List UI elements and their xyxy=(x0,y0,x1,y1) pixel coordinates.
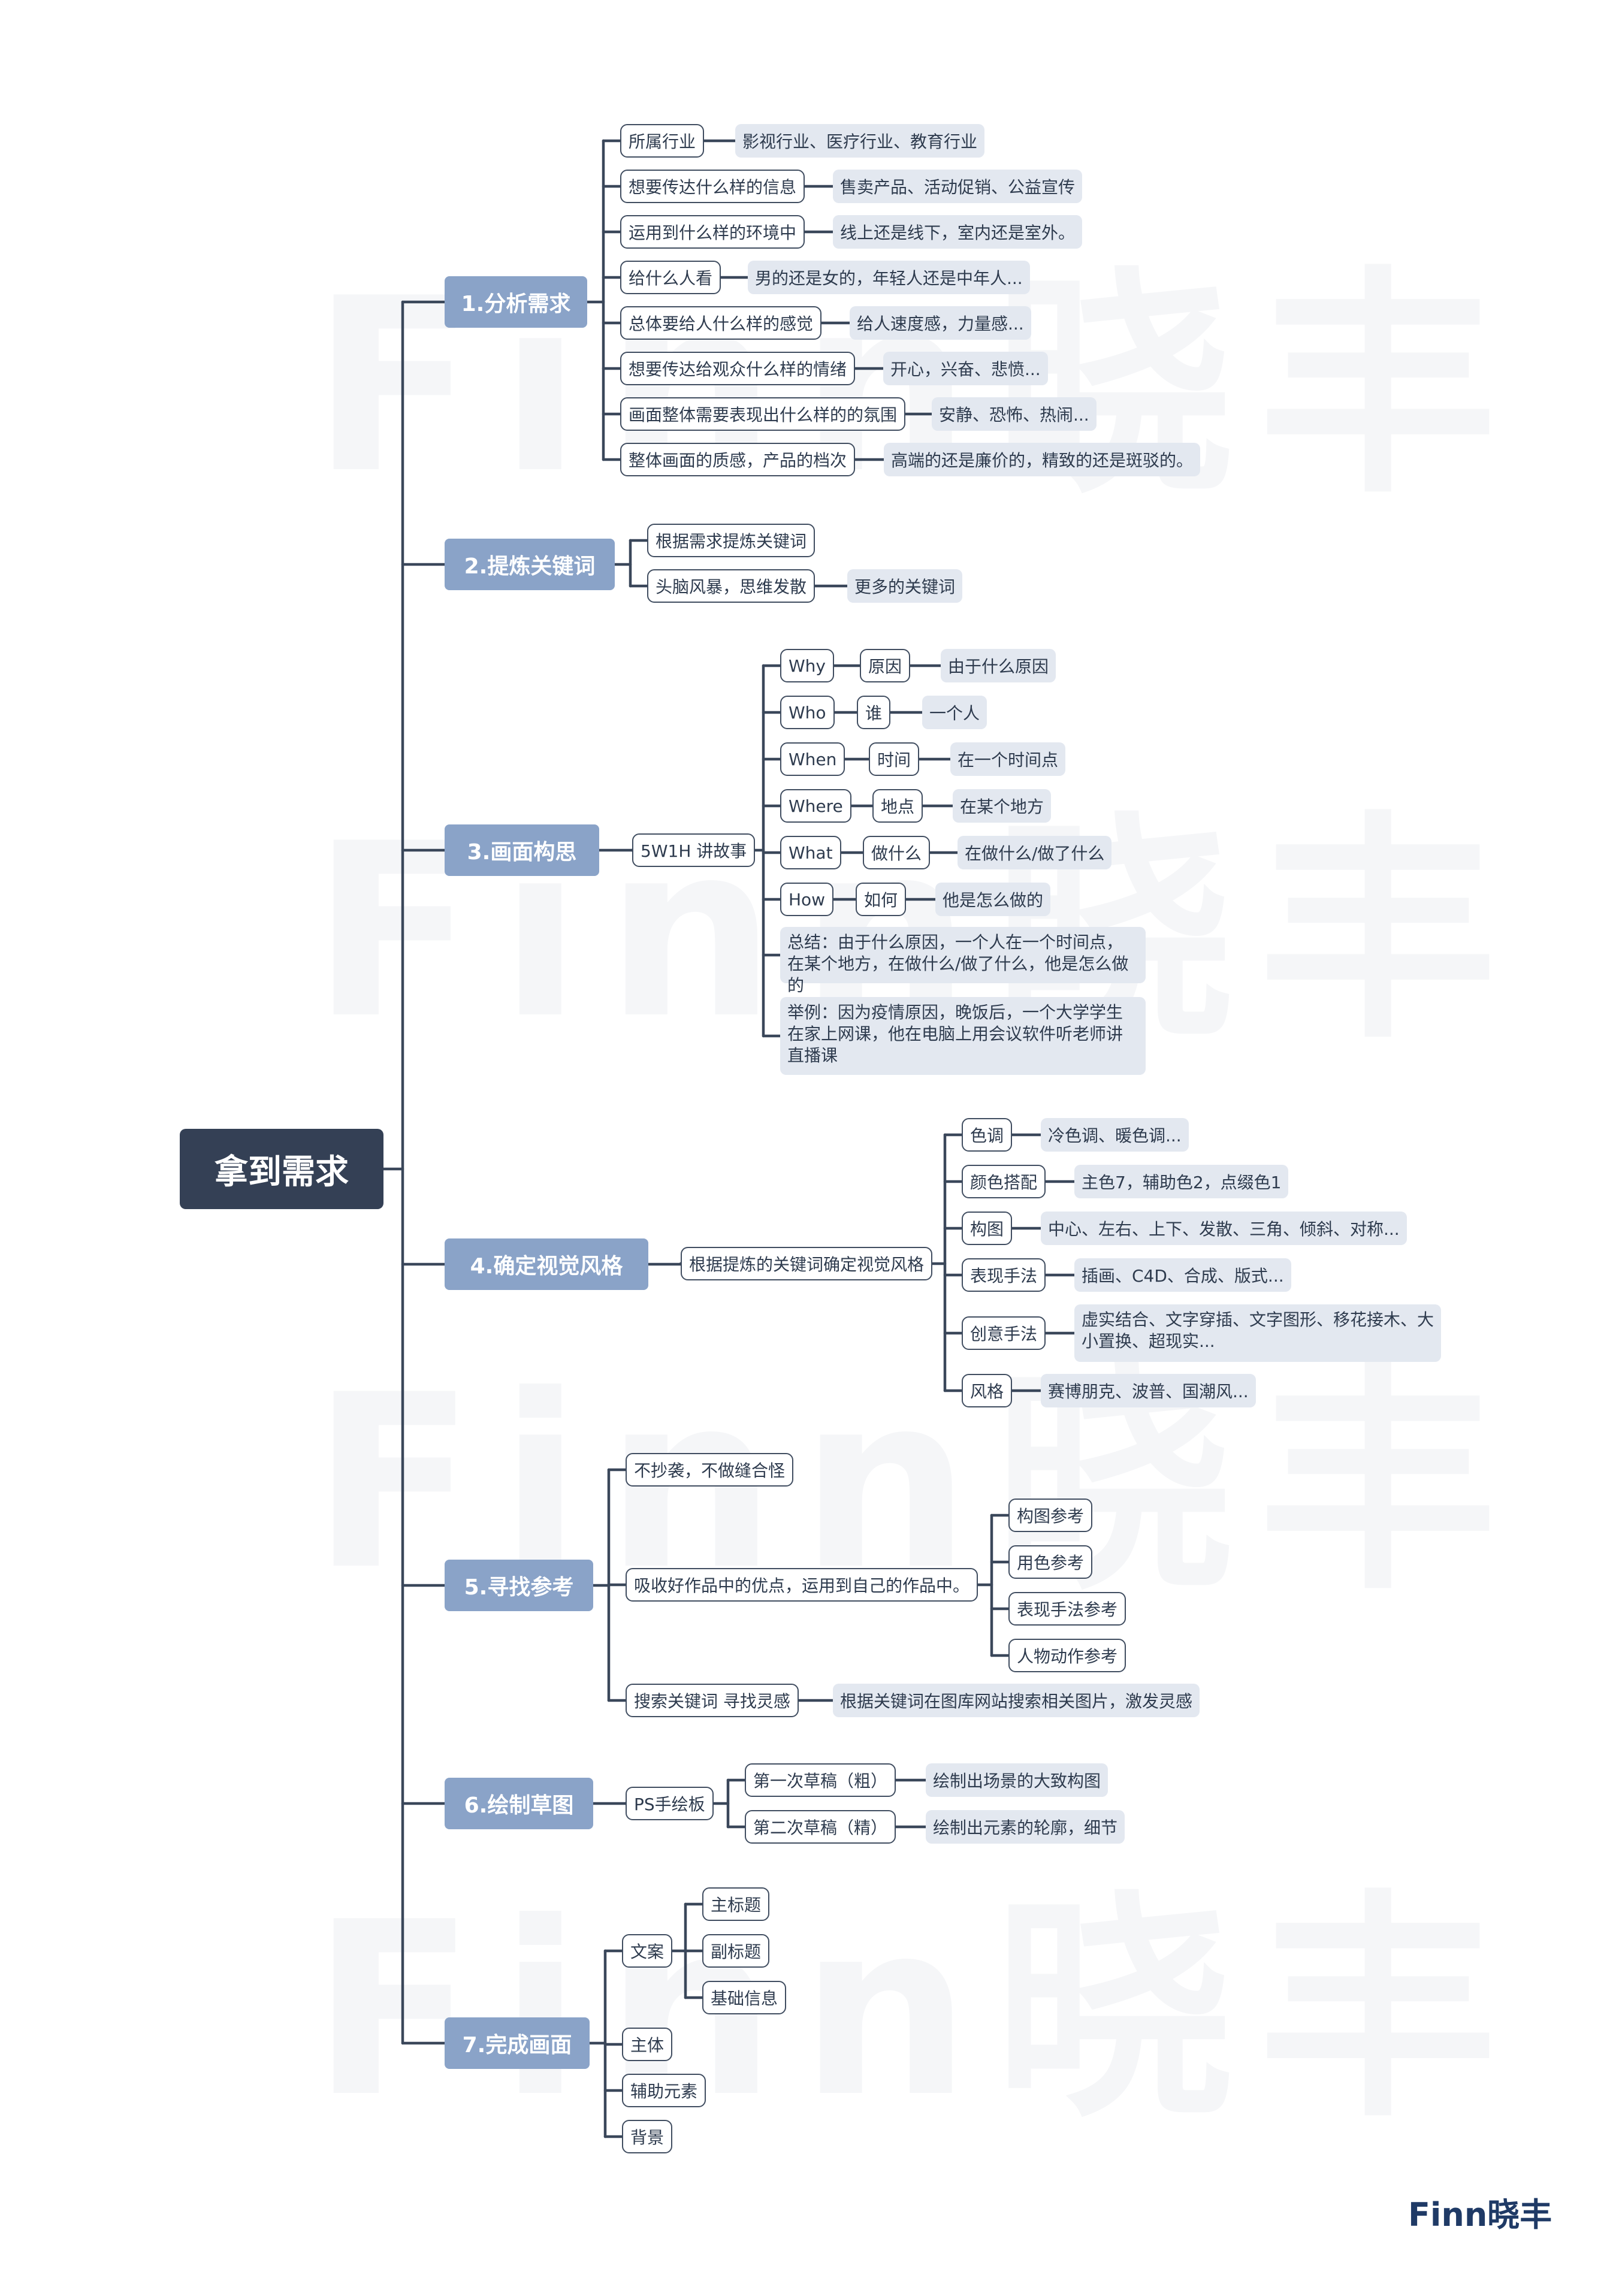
reference-composition[interactable]: 构图参考 xyxy=(1008,1499,1093,1532)
5w1h-when-detail: 在一个时间点 xyxy=(950,742,1066,776)
branch-finish-artwork[interactable]: 7.完成画面 xyxy=(445,2017,590,2069)
storytelling-5w1h[interactable]: 5W1H 讲故事 xyxy=(632,833,756,867)
sketch-ps-tablet[interactable]: PS手绘板 xyxy=(626,1787,714,1820)
reference-character-pose[interactable]: 人物动作参考 xyxy=(1008,1639,1126,1672)
requirement-environment-detail: 线上还是线下，室内还是室外。 xyxy=(833,215,1083,249)
brand-logo-text: Finn晓丰 xyxy=(1408,2196,1552,2234)
requirement-industry[interactable]: 所属行业 xyxy=(620,124,705,158)
style-technique[interactable]: 表现手法 xyxy=(962,1258,1046,1292)
5w1h-example: 举例：因为疫情原因，晚饭后，一个大学学生在家上网课，他在电脑上用会议软件听老师讲… xyxy=(780,997,1146,1075)
branch-extract-keywords[interactable]: 2.提炼关键词 xyxy=(445,539,615,590)
copy-main-title[interactable]: 主标题 xyxy=(702,1887,770,1921)
5w1h-summary: 总结：由于什么原因，一个人在一个时间点，在某个地方，在做什么/做了什么，他是怎么… xyxy=(780,927,1146,995)
requirement-audience[interactable]: 给什么人看 xyxy=(620,261,721,294)
style-genre-detail: 赛博朋克、波普、国潮风... xyxy=(1041,1374,1256,1407)
style-color-matching-detail: 主色7，辅助色2，点缀色1 xyxy=(1074,1165,1289,1198)
keyword-extract[interactable]: 根据需求提炼关键词 xyxy=(647,524,815,557)
requirement-feeling-detail: 给人速度感，力量感... xyxy=(850,306,1031,340)
style-composition-detail: 中心、左右、上下、发散、三角、倾斜、对称... xyxy=(1041,1212,1407,1245)
5w1h-how-detail: 他是怎么做的 xyxy=(935,883,1051,916)
finish-subject[interactable]: 主体 xyxy=(622,2028,673,2061)
5w1h-why-meaning[interactable]: 原因 xyxy=(860,649,911,682)
5w1h-what-meaning[interactable]: 做什么 xyxy=(863,836,931,869)
requirement-message[interactable]: 想要传达什么样的信息 xyxy=(620,170,805,203)
requirement-atmosphere-detail: 安静、恐怖、热闹... xyxy=(932,397,1097,431)
finish-copywriting[interactable]: 文案 xyxy=(622,1934,673,1968)
keyword-more: 更多的关键词 xyxy=(847,569,963,603)
requirement-emotion[interactable]: 想要传达给观众什么样的情绪 xyxy=(620,352,856,385)
sketch-second-draft[interactable]: 第二次草稿（精） xyxy=(745,1810,896,1844)
sketch-first-draft[interactable]: 第一次草稿（粗） xyxy=(745,1763,896,1797)
requirement-emotion-detail: 开心，兴奋、悲愤... xyxy=(883,352,1048,385)
5w1h-who[interactable]: Who xyxy=(780,696,835,729)
5w1h-how-meaning[interactable]: 如何 xyxy=(856,883,907,916)
requirement-atmosphere[interactable]: 画面整体需要表现出什么样的的氛围 xyxy=(620,397,906,431)
visual-style-by-keywords[interactable]: 根据提炼的关键词确定视觉风格 xyxy=(681,1247,933,1280)
5w1h-why-detail: 由于什么原因 xyxy=(941,649,1056,682)
style-tone-detail: 冷色调、暖色调... xyxy=(1041,1118,1189,1152)
copy-basic-info[interactable]: 基础信息 xyxy=(702,1981,787,2014)
requirement-audience-detail: 男的还是女的，年轻人还是中年人... xyxy=(748,261,1030,294)
5w1h-what[interactable]: What xyxy=(780,836,841,869)
copy-subtitle[interactable]: 副标题 xyxy=(702,1934,770,1968)
requirement-feeling[interactable]: 总体要给人什么样的感觉 xyxy=(620,306,822,340)
keyword-brainstorm[interactable]: 头脑风暴，思维发散 xyxy=(647,569,815,603)
5w1h-where-detail: 在某个地方 xyxy=(953,789,1052,823)
sketch-second-draft-detail: 绘制出元素的轮廓，细节 xyxy=(926,1810,1125,1844)
requirement-quality[interactable]: 整体画面的质感，产品的档次 xyxy=(620,443,856,476)
reference-no-plagiarism[interactable]: 不抄袭，不做缝合怪 xyxy=(626,1453,794,1487)
5w1h-when-meaning[interactable]: 时间 xyxy=(869,742,920,776)
branch-visual-style[interactable]: 4.确定视觉风格 xyxy=(445,1238,648,1290)
5w1h-how[interactable]: How xyxy=(780,883,834,916)
branch-analyze-requirements[interactable]: 1.分析需求 xyxy=(445,276,587,328)
5w1h-where[interactable]: Where xyxy=(780,789,851,823)
style-genre[interactable]: 风格 xyxy=(962,1374,1013,1407)
sketch-first-draft-detail: 绘制出场景的大致构图 xyxy=(926,1763,1108,1797)
branch-composition-idea[interactable]: 3.画面构思 xyxy=(445,824,599,876)
style-creative-method-detail: 虚实结合、文字穿插、文字图形、移花接木、大小置换、超现实... xyxy=(1074,1304,1441,1362)
requirement-environment[interactable]: 运用到什么样的环境中 xyxy=(620,215,805,249)
finish-auxiliary-elements[interactable]: 辅助元素 xyxy=(622,2074,706,2107)
5w1h-who-meaning[interactable]: 谁 xyxy=(857,696,891,729)
5w1h-where-meaning[interactable]: 地点 xyxy=(872,789,923,823)
style-creative-method[interactable]: 创意手法 xyxy=(962,1316,1046,1350)
5w1h-when[interactable]: When xyxy=(780,742,845,776)
requirement-message-detail: 售卖产品、活动促销、公益宣传 xyxy=(833,170,1083,203)
5w1h-why[interactable]: Why xyxy=(780,649,835,682)
style-technique-detail: 插画、C4D、合成、版式... xyxy=(1074,1258,1291,1292)
reference-color[interactable]: 用色参考 xyxy=(1008,1545,1093,1579)
requirement-industry-detail: 影视行业、医疗行业、教育行业 xyxy=(735,124,985,158)
style-composition[interactable]: 构图 xyxy=(962,1212,1013,1245)
branch-draw-sketch[interactable]: 6.绘制草图 xyxy=(445,1778,593,1829)
root-node[interactable]: 拿到需求 xyxy=(180,1129,383,1209)
watermark-text: Finn晓丰 xyxy=(312,1871,1522,2150)
requirement-quality-detail: 高端的还是廉价的，精致的还是斑驳的。 xyxy=(884,443,1201,476)
finish-background[interactable]: 背景 xyxy=(622,2120,673,2153)
reference-absorb-strengths[interactable]: 吸收好作品中的优点，运用到自己的作品中。 xyxy=(626,1568,978,1602)
reference-search-keywords[interactable]: 搜索关键词 寻找灵感 xyxy=(626,1684,799,1717)
reference-technique[interactable]: 表现手法参考 xyxy=(1008,1592,1126,1626)
5w1h-who-detail: 一个人 xyxy=(922,696,987,729)
style-tone[interactable]: 色调 xyxy=(962,1118,1013,1152)
branch-find-reference[interactable]: 5.寻找参考 xyxy=(445,1560,593,1611)
style-color-matching[interactable]: 颜色搭配 xyxy=(962,1165,1046,1198)
reference-search-detail: 根据关键词在图库网站搜索相关图片，激发灵感 xyxy=(833,1684,1200,1717)
5w1h-what-detail: 在做什么/做了什么 xyxy=(958,836,1112,869)
